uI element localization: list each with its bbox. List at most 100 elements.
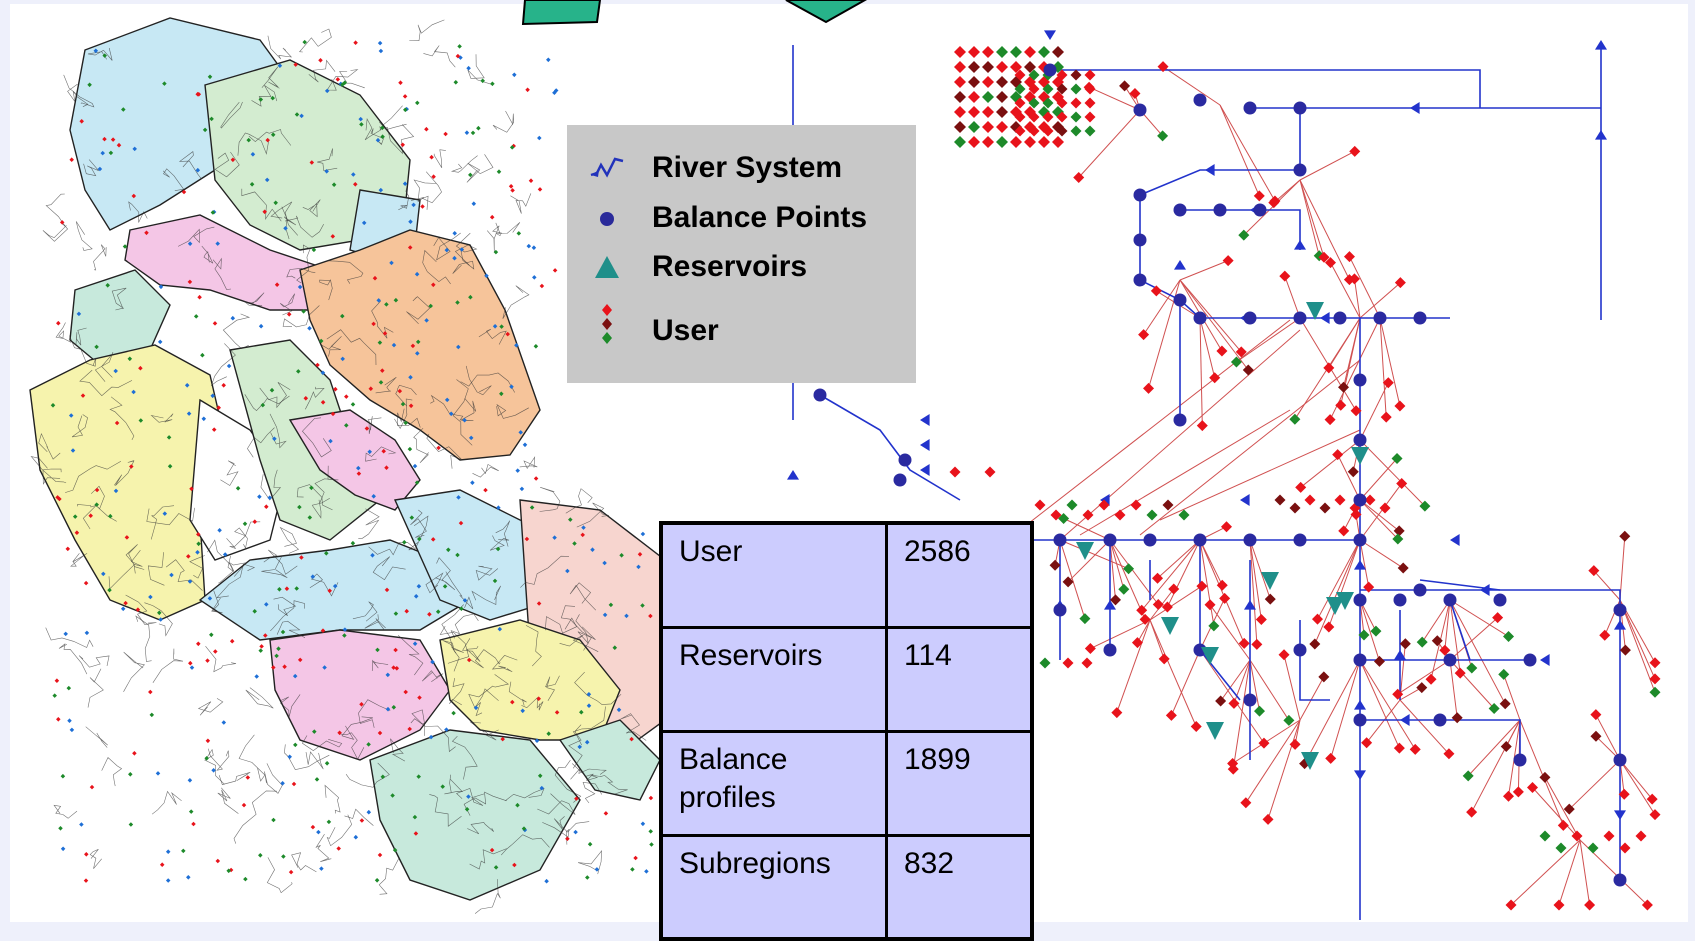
- user-link-line: [1299, 179, 1320, 256]
- map-user-point: [296, 369, 301, 374]
- map-user-point: [466, 657, 472, 663]
- boundary-line: [247, 427, 275, 458]
- user-node: [1119, 80, 1131, 92]
- user-link-line: [1359, 282, 1401, 319]
- flow-arrow-icon: [1480, 584, 1490, 596]
- user-node: [1222, 255, 1234, 267]
- user-node: [982, 61, 994, 73]
- legend: River System Balance Points Reservoirs U…: [567, 125, 916, 383]
- user-node: [1010, 61, 1022, 73]
- map-user-point: [353, 182, 358, 187]
- user-node: [1070, 125, 1082, 137]
- user-node: [1283, 714, 1295, 726]
- map-user-point: [444, 727, 449, 732]
- map-user-point: [415, 339, 421, 345]
- map-user-point: [272, 436, 277, 442]
- boundary-line: [125, 594, 157, 626]
- map-user-point: [286, 312, 292, 317]
- boundary-line: [267, 35, 293, 60]
- user-node: [1038, 136, 1050, 148]
- user-node: [1289, 413, 1301, 425]
- map-user-point: [280, 629, 286, 635]
- map-user-point: [364, 426, 370, 431]
- balance-point-node: [1353, 713, 1367, 727]
- map-user-point: [497, 626, 503, 632]
- map-user-point: [510, 699, 515, 705]
- stat-value-cell: 1899: [885, 729, 1034, 837]
- boundary-line: [210, 343, 236, 387]
- map-user-point: [235, 486, 241, 491]
- boundary-line: [341, 716, 374, 740]
- boundary-line: [150, 413, 174, 423]
- boundary-line: [365, 446, 397, 462]
- user-node: [1028, 83, 1040, 95]
- user-node: [1152, 572, 1164, 584]
- boundary-line: [421, 171, 442, 210]
- map-user-point: [342, 627, 348, 632]
- user-node: [1431, 635, 1443, 647]
- stat-value-cell: 2586: [885, 521, 1034, 629]
- boundary-line: [423, 45, 456, 68]
- user-link-line: [1199, 539, 1223, 586]
- map-user-point: [288, 869, 294, 875]
- map-user-point: [400, 401, 406, 407]
- user-node: [1526, 781, 1538, 793]
- map-user-point: [197, 294, 202, 300]
- map-user-point: [371, 321, 376, 327]
- user-node: [1539, 830, 1551, 842]
- user-link-line: [1199, 317, 1203, 426]
- map-user-point: [640, 603, 645, 608]
- balance-point-node: [1243, 533, 1257, 547]
- map-user-point: [500, 736, 505, 742]
- boundary-line: [344, 808, 374, 826]
- map-user-point: [430, 659, 435, 665]
- user-nodes: [949, 46, 1661, 911]
- map-user-point: [416, 584, 422, 589]
- map-user-point: [167, 464, 173, 469]
- boundary-line: [471, 585, 501, 605]
- map-user-point: [333, 386, 338, 392]
- map-user-point: [122, 244, 128, 249]
- user-link-line: [1249, 659, 1260, 712]
- map-user-point: [452, 255, 457, 261]
- boundary-line: [489, 535, 510, 551]
- boundary-line: [279, 526, 300, 554]
- user-node: [1454, 667, 1466, 679]
- user-link-line: [1449, 599, 1509, 637]
- map-user-point: [324, 551, 329, 556]
- boundary-line: [505, 788, 545, 801]
- user-link-line: [1162, 66, 1221, 106]
- user-node: [1083, 81, 1095, 93]
- boundary-line: [270, 201, 299, 236]
- user-link-line: [1505, 719, 1521, 747]
- boundary-line: [269, 413, 287, 449]
- user-link-line: [1359, 382, 1389, 441]
- flow-arrow-icon: [1450, 534, 1460, 546]
- map-user-point: [359, 702, 364, 707]
- user-link-line: [1063, 518, 1111, 541]
- boundary-line: [413, 427, 429, 464]
- user-link-line: [1179, 279, 1242, 353]
- table-row: User 2586: [659, 521, 1034, 629]
- user-link-line: [1300, 439, 1361, 488]
- boundary-line: [439, 625, 470, 664]
- map-user-point: [603, 811, 609, 816]
- boundary-line: [311, 497, 330, 519]
- balance-point-node: [1213, 203, 1227, 217]
- map-user-point: [326, 819, 332, 825]
- user-link-line: [1245, 719, 1301, 803]
- user-link-line: [1449, 599, 1506, 705]
- boundary-line: [460, 372, 515, 393]
- boundary-line: [109, 396, 135, 441]
- user-node: [1079, 613, 1091, 625]
- map-user-point: [455, 300, 460, 305]
- map-user-point: [336, 846, 341, 851]
- user-node: [1498, 668, 1510, 680]
- user-diamonds-icon: [602, 304, 612, 344]
- balance-point-node: [1353, 653, 1367, 667]
- map-user-point: [471, 201, 477, 206]
- flow-arrow-icon: [1354, 700, 1366, 710]
- user-node: [1304, 494, 1316, 506]
- subregion-polygons: [29, 17, 666, 901]
